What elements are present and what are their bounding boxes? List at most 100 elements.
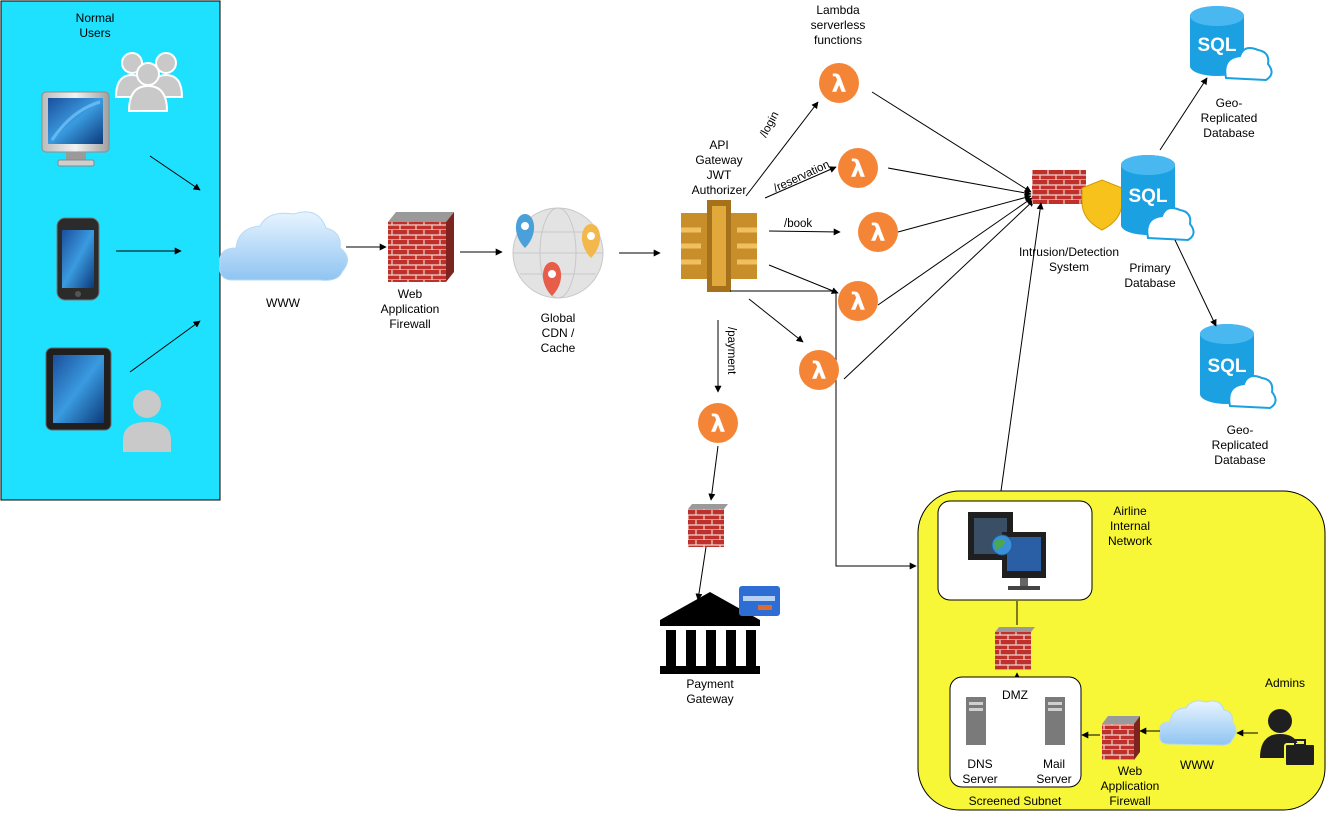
web-application-firewall-icon xyxy=(388,212,454,282)
admin-waf-line1: Web xyxy=(1117,764,1143,778)
sql-label: SQL xyxy=(1207,356,1246,377)
waf-label: Web Application Firewall xyxy=(381,287,440,332)
mail-server-label: Mail Server xyxy=(1036,757,1071,787)
api-label-line4: Authorizer xyxy=(691,183,747,197)
primary-db-label: Primary Database xyxy=(1124,261,1175,291)
api-label-line3: JWT xyxy=(706,168,732,182)
admin-www-label: WWW xyxy=(1180,758,1214,772)
arrow-lambda-5-to-ids xyxy=(843,199,1035,380)
primary-database-icon xyxy=(1121,155,1195,242)
admins-label: Admins xyxy=(1264,676,1306,690)
geo-top-line3: Database xyxy=(1203,126,1255,140)
primary-db-line2: Database xyxy=(1124,276,1176,290)
users-title-line2: Users xyxy=(79,26,111,40)
waf-label-line3: Firewall xyxy=(389,317,431,331)
arrow-internal-to-ids xyxy=(1000,202,1044,492)
ids-label: Intrusion/Detection System xyxy=(1019,245,1119,275)
internal-network-line3: Network xyxy=(1107,534,1153,548)
lambda-symbol: λ xyxy=(811,357,826,385)
arrow-primary-to-geo-top xyxy=(1159,77,1208,151)
arrow-api-lambda4 xyxy=(768,264,839,294)
internal-network-label: Airline Internal Network xyxy=(1108,504,1152,549)
payment-gateway-label: Payment Gateway xyxy=(686,677,733,707)
lambda-symbol: λ xyxy=(850,288,865,316)
arrow-lambda-login-to-ids xyxy=(871,91,1032,193)
route-payment-label: /payment xyxy=(725,327,737,375)
payment-firewall-icon xyxy=(688,504,728,547)
arrow-lambda-4-to-ids xyxy=(877,197,1033,306)
lambda-label-line3: functions xyxy=(813,33,863,47)
lambda-symbol: λ xyxy=(831,70,846,98)
geo-bottom-line2: Replicated xyxy=(1211,438,1269,452)
cdn-label-line2: CDN / xyxy=(541,326,575,340)
route-book-label: /book xyxy=(784,218,813,230)
payment-gateway-line2: Gateway xyxy=(686,692,734,706)
lambda-symbol: λ xyxy=(850,155,865,183)
arrow-desktop-to-www xyxy=(149,155,201,191)
geo-top-line2: Replicated xyxy=(1200,111,1258,125)
ids-label-line2: System xyxy=(1048,260,1089,274)
arrow-lambda-reservation-to-ids xyxy=(887,167,1032,197)
lambda-label-line1: Lambda xyxy=(816,3,860,17)
arrow-firewall-to-payment-gateway xyxy=(695,546,707,601)
www-label: WWW xyxy=(266,296,300,310)
lambda-symbol: λ xyxy=(870,219,885,247)
api-label-line2: Gateway xyxy=(695,153,743,167)
arrow-api-reservation xyxy=(764,166,837,199)
sql-label: SQL xyxy=(1197,35,1236,56)
lambda-5-icon xyxy=(799,350,839,390)
tablet-icon xyxy=(45,347,112,431)
sql-label: SQL xyxy=(1128,186,1167,207)
geo-top-line1: Geo- xyxy=(1215,96,1243,110)
mail-line2: Server xyxy=(1036,772,1072,786)
mail-line1: Mail xyxy=(1042,757,1065,771)
screened-subnet-label: Screened Subnet xyxy=(968,794,1062,808)
admin-waf-line2: Application xyxy=(1100,779,1160,793)
cdn-label-line3: Cache xyxy=(540,341,576,355)
geo-replicated-database-bottom-icon xyxy=(1200,324,1277,410)
dns-server-icon xyxy=(966,697,986,745)
arrow-primary-to-geo-bottom xyxy=(1174,239,1217,327)
admin-waf-icon xyxy=(1102,716,1140,760)
arrow-payment-lambda-to-firewall xyxy=(708,445,719,501)
users-title-line1: Normal xyxy=(75,11,115,25)
dns-line1: DNS xyxy=(967,757,993,771)
lambda-icons xyxy=(698,63,898,443)
api-gateway-icon xyxy=(681,200,757,292)
payment-gateway-line1: Payment xyxy=(686,677,734,691)
credit-card-icon xyxy=(739,586,780,616)
arrow-api-to-internal-network xyxy=(730,290,917,570)
cdn-label: Global CDN / Cache xyxy=(541,311,576,356)
arrow-api-lambda5 xyxy=(748,298,804,343)
geo-db-bottom-label: Geo- Replicated Database xyxy=(1212,423,1269,468)
ids-label-line1: Intrusion/Detection xyxy=(1018,245,1120,259)
cdn-label-line1: Global xyxy=(540,311,576,325)
lambda-label: Lambda serverless functions xyxy=(811,3,866,48)
smartphone-icon xyxy=(56,217,100,301)
lambda-login-icon xyxy=(819,63,859,103)
arrow-api-login xyxy=(745,101,819,197)
www-cloud-icon xyxy=(219,211,348,281)
geo-bottom-line3: Database xyxy=(1214,453,1266,467)
lambda-book-icon xyxy=(858,212,898,252)
geo-bottom-line1: Geo- xyxy=(1226,423,1254,437)
arrow-tablet-to-www xyxy=(129,320,201,373)
dns-server-label: DNS Server xyxy=(962,757,997,787)
admin-waf-label: Web Application Firewall xyxy=(1101,764,1160,809)
waf-label-line1: Web xyxy=(397,287,423,301)
lambda-4-icon xyxy=(838,281,878,321)
lambda-reservation-icon xyxy=(838,148,878,188)
admin-waf-line3: Firewall xyxy=(1109,794,1151,808)
internal-network-line1: Airline xyxy=(1113,504,1147,518)
global-cdn-icon xyxy=(512,207,604,299)
lambda-label-line2: serverless xyxy=(810,18,866,32)
lambda-payment-icon xyxy=(698,403,738,443)
geo-db-top-label: Geo- Replicated Database xyxy=(1201,96,1258,141)
user-group-icon xyxy=(114,52,184,112)
geo-replicated-database-top-icon xyxy=(1190,6,1273,82)
arrow-lambda-book-to-ids xyxy=(897,194,1032,233)
arrow-api-book xyxy=(768,228,841,236)
mail-server-icon xyxy=(1045,697,1065,745)
intrusion-detection-icon xyxy=(1032,170,1123,231)
